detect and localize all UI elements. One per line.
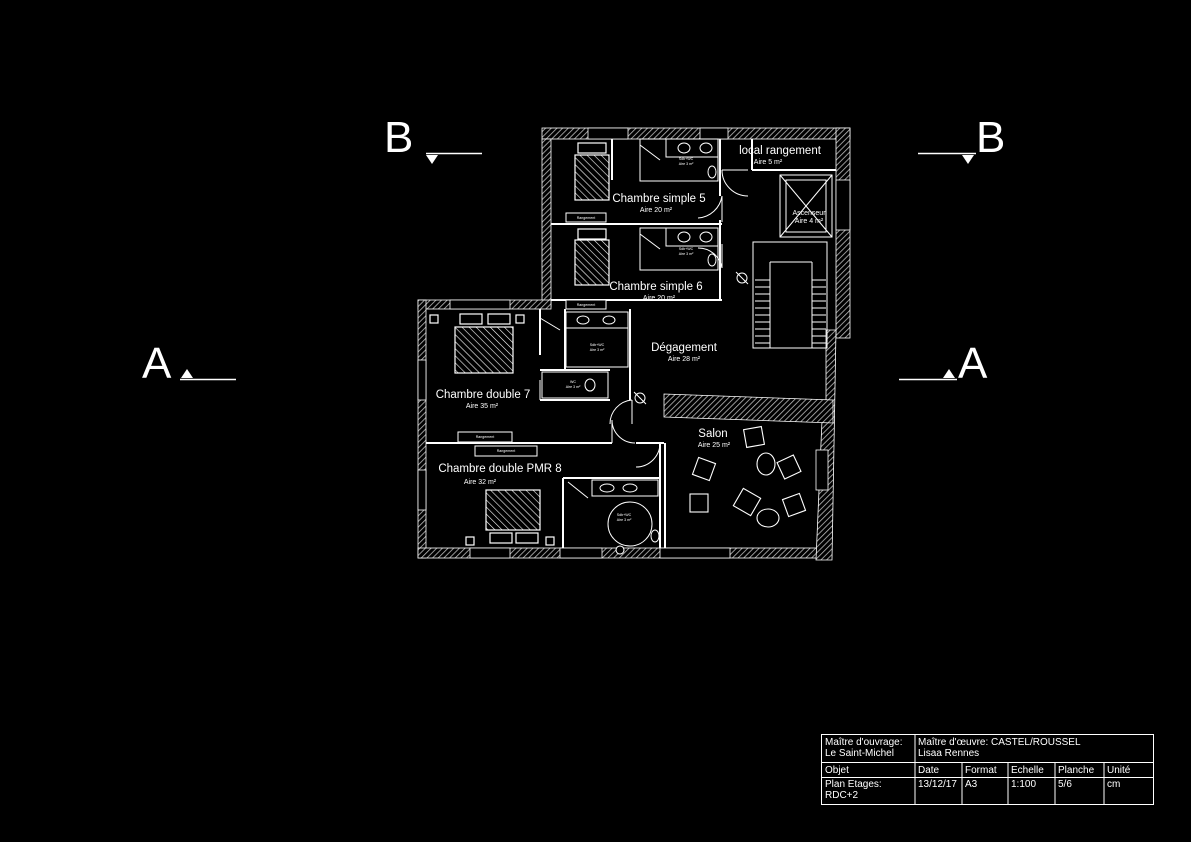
section-arrow-b-right <box>962 155 974 164</box>
maitre-oeuvre-label: Maître d'œuvre: CASTEL/ROUSSEL <box>918 737 1081 748</box>
doors <box>539 169 749 468</box>
room-area-ascenseur: Aire 4 m² <box>795 218 824 225</box>
wall-right-lower <box>815 329 837 561</box>
sdb-label: Sdb+WC <box>617 513 632 517</box>
wall-right-upper <box>835 127 851 339</box>
room-name-degagement: Dégagement <box>651 342 718 354</box>
objet-header: Objet <box>825 765 849 776</box>
section-arrow-a-right <box>943 369 955 378</box>
room-name-chambre-simple-5: Chambre simple 5 <box>612 193 705 205</box>
bathroom-fixtures <box>541 138 719 547</box>
room-area-chambre-simple-5: Aire 20 m² <box>640 207 673 214</box>
sdb-area-label: Aire 3 m² <box>617 518 632 522</box>
unite-header: Unité <box>1107 765 1131 776</box>
section-arrow-a-left <box>181 369 193 378</box>
section-label-b-left: B <box>384 113 414 162</box>
rangement-label: Rangement <box>497 449 516 453</box>
planche-header: Planche <box>1058 765 1095 776</box>
section-label-b-right: B <box>976 113 1006 162</box>
room-area-degagement: Aire 28 m² <box>668 356 701 363</box>
room-labels: local rangement Aire 5 m² Chambre simple… <box>436 145 827 486</box>
title-block-grid <box>822 735 1153 804</box>
wc-label: WC <box>570 380 576 384</box>
room-name-salon: Salon <box>698 428 727 440</box>
section-markers <box>180 152 976 381</box>
stairs <box>752 241 828 349</box>
maitre-ouvrage-value: Le Saint-Michel <box>825 748 894 759</box>
room-area-chambre-double-7: Aire 35 m² <box>466 403 499 410</box>
section-label-a-right: A <box>958 339 988 388</box>
section-label-a-left: A <box>142 339 172 388</box>
sdb-area-label: Aire 3 m² <box>566 385 581 389</box>
room-name-chambre-double-pmr-8: Chambre double PMR 8 <box>438 463 561 475</box>
rangement-label: Rangement <box>577 216 596 220</box>
room-area-chambre-double-pmr-8: Aire 32 m² <box>464 479 497 486</box>
sdb-label: Sdb+WC <box>679 247 694 251</box>
beds <box>429 142 610 546</box>
sdb-label: Sdb+WC <box>679 157 694 161</box>
unite-value: cm <box>1107 779 1121 790</box>
planche-value: 5/6 <box>1058 779 1072 790</box>
room-area-local-rangement: Aire 5 m² <box>754 159 783 166</box>
sdb-area-label: Aire 3 m² <box>679 252 694 256</box>
sdb-area-label: Aire 3 m² <box>679 162 694 166</box>
maitre-ouvrage-label: Maître d'ouvrage: <box>825 737 903 748</box>
elevator-shaft <box>779 174 833 238</box>
room-name-ascenseur: Ascenseur <box>792 210 826 217</box>
section-arrow-b-left <box>426 155 438 164</box>
format-header: Format <box>965 765 997 776</box>
rangement-label: Rangement <box>476 435 495 439</box>
wheelchair-icon <box>633 271 749 405</box>
window-openings <box>417 127 851 559</box>
wall-left-lower <box>417 299 427 559</box>
fixture-labels: Sdb+WC Aire 3 m² Sdb+WC Aire 3 m² Sdb+WC… <box>476 157 694 522</box>
title-block: Maître d'ouvrage: Le Saint-Michel Maître… <box>821 734 1154 805</box>
room-name-chambre-simple-6: Chambre simple 6 <box>609 281 702 293</box>
maitre-oeuvre-value: Lisaa Rennes <box>918 748 980 759</box>
format-value: A3 <box>965 779 978 790</box>
sdb-label: Sdb+WC <box>590 343 605 347</box>
rangement-label: Rangement <box>577 303 596 307</box>
echelle-value: 1:100 <box>1011 779 1037 790</box>
objet-value-line2: RDC+2 <box>825 790 859 801</box>
salon-furniture <box>615 425 807 555</box>
echelle-header: Echelle <box>1011 765 1044 776</box>
wall-salon-hatch-band <box>663 393 834 424</box>
date-value: 13/12/17 <box>918 779 957 790</box>
room-name-local-rangement: local rangement <box>739 145 822 157</box>
room-area-chambre-simple-6: Aire 20 m² <box>643 295 676 302</box>
objet-value-line1: Plan Etages: <box>825 779 882 790</box>
wall-left-upper <box>541 138 552 308</box>
sdb-area-label: Aire 3 m² <box>590 348 605 352</box>
storage-units <box>457 212 607 457</box>
room-area-salon: Aire 25 m² <box>698 442 731 449</box>
date-header: Date <box>918 765 940 776</box>
room-name-chambre-double-7: Chambre double 7 <box>436 389 531 401</box>
